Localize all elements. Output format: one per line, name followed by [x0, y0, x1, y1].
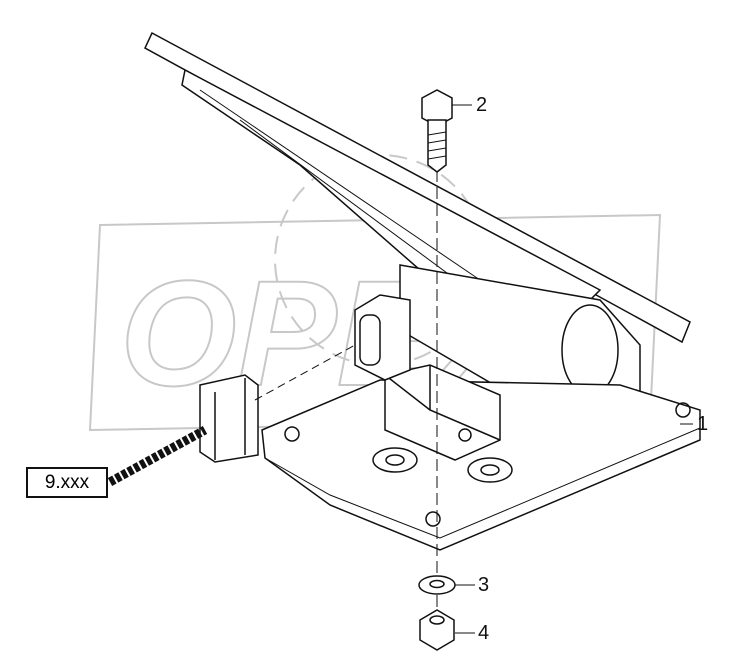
base-plate-edge — [264, 427, 701, 539]
sensor-boss — [372, 447, 418, 473]
bolt-icon — [421, 89, 453, 173]
wire-harness — [107, 426, 208, 486]
mount-hole — [284, 426, 300, 442]
callout-1: 1 — [697, 413, 709, 435]
reference-box[interactable]: 9.xxx — [26, 467, 108, 498]
nut-icon — [419, 609, 455, 651]
mount-hole — [425, 511, 441, 527]
sensor-block-edges — [384, 365, 501, 441]
callout-3: 3 — [478, 574, 490, 596]
hinge-roller — [561, 304, 619, 396]
mount-hole — [675, 402, 691, 418]
connector-socket — [354, 294, 411, 381]
washer-icon — [418, 575, 456, 595]
plug-edges — [214, 378, 246, 460]
plug — [199, 374, 259, 463]
sensor-boss — [467, 457, 513, 483]
callout-2: 2 — [476, 94, 488, 116]
sensor-boss-hole — [480, 464, 500, 476]
callout-4: 4 — [478, 622, 490, 644]
plug-guide-line — [254, 344, 356, 401]
connector-socket-face — [359, 314, 381, 366]
sensor-boss-hole — [385, 454, 405, 466]
pedal-ribs — [199, 89, 481, 291]
leader-lines — [452, 104, 693, 634]
sensor-port — [458, 428, 472, 442]
